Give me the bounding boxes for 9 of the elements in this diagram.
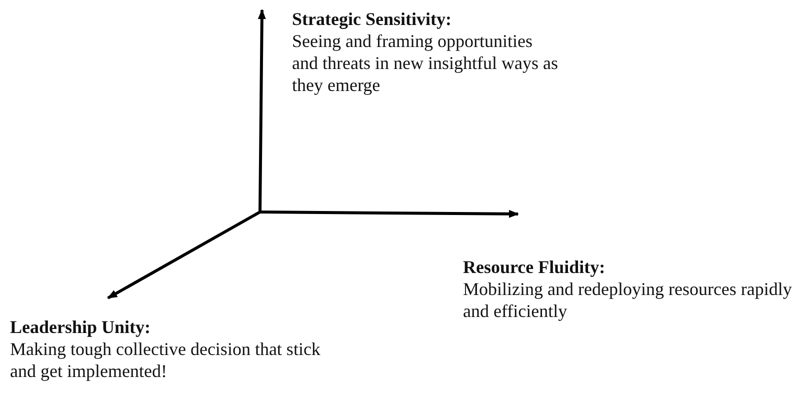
description: Seeing and framing opportunities and threats in new insightful ways as they emerge [292, 30, 559, 96]
heading: Strategic Sensitivity: [292, 8, 452, 30]
description: Making tough collective decision that stick and get implemented! [10, 338, 322, 382]
description: Mobilizing and redeploying resources rapidly and efficiently [463, 278, 793, 322]
arrow [260, 210, 519, 218]
arrow [258, 9, 266, 212]
arrow [107, 210, 261, 300]
heading: Resource Fluidity: [463, 256, 606, 278]
heading: Leadership Unity: [10, 316, 151, 338]
